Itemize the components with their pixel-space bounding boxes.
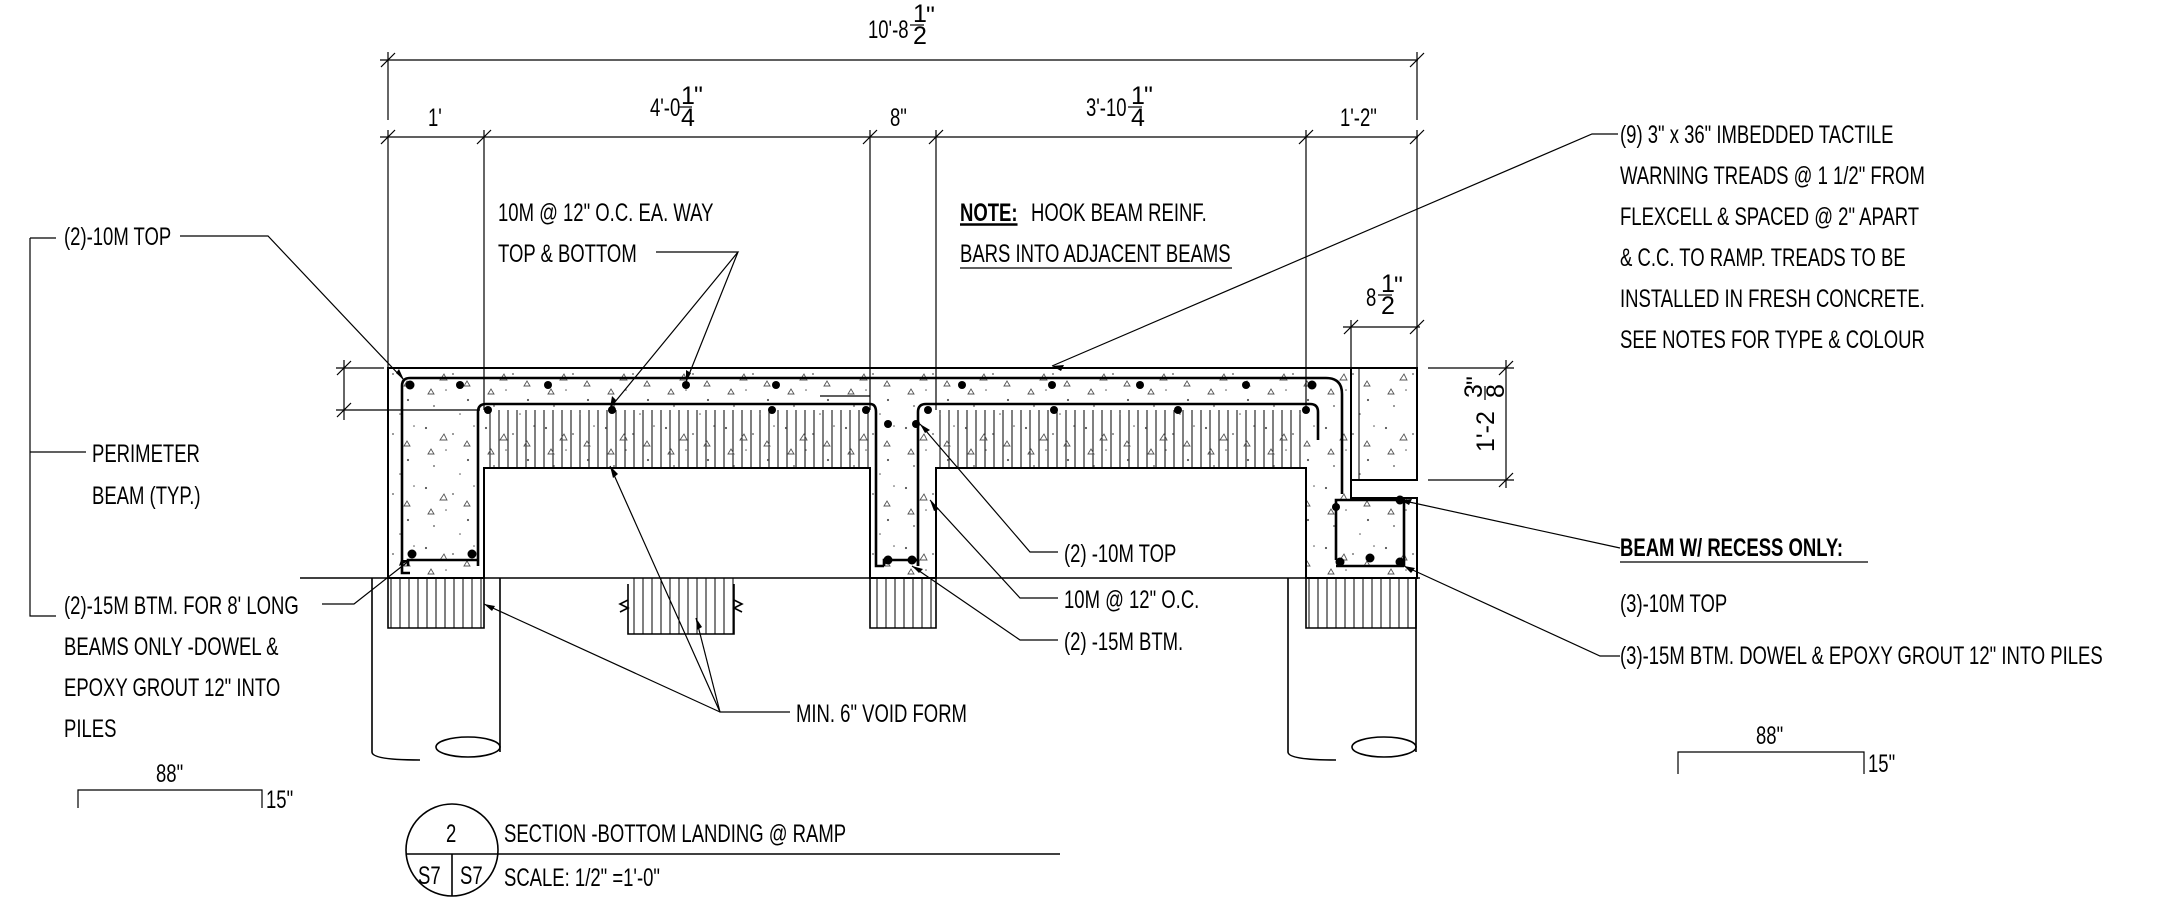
dimension-recess-width: 8 1 2 " — [1366, 270, 1403, 320]
note-hook-beam: NOTE: HOOK BEAM REINF. BARS INTO ADJACEN… — [960, 198, 1232, 269]
note-tactile-5: INSTALLED IN FRESH CONCRETE. — [1620, 284, 1925, 312]
dimension-overall: 10'-8 1 2 " — [868, 0, 935, 50]
note-tactile: (9) 3" x 36" IMBEDDED TACTILE WARNING TR… — [1620, 120, 1925, 353]
note-perimeter-1: PERIMETER — [92, 439, 200, 467]
leader-lines — [29, 133, 1621, 713]
pile-left — [371, 578, 501, 761]
dimension-lines — [336, 52, 1514, 488]
hook-left-length: 88" — [156, 759, 183, 787]
detail-number: 2 — [446, 819, 456, 847]
note-recess: BEAM W/ RECESS ONLY: (3)-10M TOP (3)-15M… — [1620, 533, 2103, 670]
dim-seg2-den: 4 — [681, 104, 695, 132]
hook-left-hook: 15" — [266, 785, 293, 813]
section-title-block: 2 S7 S7 SECTION -BOTTOM LANDING @ RAMP S… — [405, 803, 1060, 897]
section-title: SECTION -BOTTOM LANDING @ RAMP — [504, 819, 846, 847]
rebar-bars — [405, 380, 1405, 567]
note-label: NOTE: — [960, 198, 1018, 226]
dim-recess-num: 1 — [1381, 270, 1395, 298]
section-scale: SCALE: 1/2" =1'-0" — [504, 863, 660, 891]
dim-overall-den: 2 — [913, 22, 927, 50]
dim-recess-den: 2 — [1381, 292, 1395, 320]
dim-recess-inch: " — [1394, 272, 1403, 300]
dimension-seg2: 4'-0 1 4 " — [650, 82, 703, 132]
dim-slab-thickness: 6" — [0, 0, 17, 6]
note-recess-top: (3)-10M TOP — [1620, 589, 1727, 617]
dim-seg2-feet: 4'-0 — [650, 93, 680, 121]
dim-beam-depth-inch: " — [1462, 376, 1490, 385]
hook-bar-left: 88" 15" — [77, 759, 293, 814]
note-recess-title: BEAM W/ RECESS ONLY: — [1620, 533, 1843, 561]
dim-overall-num: 1 — [913, 0, 927, 28]
dim-seg4-feet: 3'-10 — [1086, 93, 1127, 121]
note-text-2: BARS INTO ADJACENT BEAMS — [960, 239, 1231, 267]
note-left-top: (2)-10M TOP — [64, 222, 171, 250]
note-left-bottom-2: BEAMS ONLY -DOWEL & — [64, 632, 279, 660]
note-left-bottom-1: (2)-15M BTM. FOR 8' LONG — [64, 591, 299, 619]
dim-beam-depth-den: 8 — [1482, 384, 1510, 398]
note-tactile-3: FLEXCELL & SPACED @ 2" APART — [1620, 202, 1919, 230]
note-tactile-4: & C.C. TO RAMP. TREADS TO BE — [1620, 243, 1906, 271]
dim-seg4-den: 4 — [1131, 104, 1145, 132]
hook-right-hook: 15" — [1868, 749, 1895, 777]
note-slab-reinf-1: 10M @ 12" O.C. EA. WAY — [498, 198, 714, 226]
dim-seg2-inch: " — [694, 82, 703, 110]
hook-bar-right: 88" 15" — [1677, 721, 1895, 778]
note-tactile-2: WARNING TREADS @ 1 1/2" FROM — [1620, 161, 1925, 189]
dim-overall-feet: 10'-8 — [868, 15, 909, 43]
dim-seg3: 8" — [890, 103, 907, 131]
dim-seg5: 1'-2" — [1340, 103, 1377, 131]
hook-right-length: 88" — [1756, 721, 1783, 749]
dim-recess-whole: 8 — [1366, 283, 1376, 311]
note-recess-btm: (3)-15M BTM. DOWEL & EPOXY GROUT 12" INT… — [1620, 641, 2103, 669]
note-text-1: HOOK BEAM REINF. — [1031, 198, 1207, 226]
dim-seg4-inch: " — [1144, 82, 1153, 110]
note-mid-btm: (2) -15M BTM. — [1064, 627, 1183, 655]
dim-beam-depth-num: 3 — [1460, 384, 1488, 398]
concrete-section — [300, 367, 1420, 579]
leader-arrowheads — [396, 365, 1415, 630]
dim-seg2-num: 1 — [681, 82, 695, 110]
note-void-form: MIN. 6" VOID FORM — [796, 699, 967, 727]
note-left-bottom-3: EPOXY GROUT 12" INTO — [64, 673, 280, 701]
dim-beam-depth-feet: 1'-2 — [1472, 411, 1500, 452]
sheet-ref-a: S7 — [418, 861, 441, 889]
dimension-beam-depth: 1'-2 3 8 " — [1460, 376, 1510, 452]
dim-seg1: 1' — [428, 103, 442, 131]
note-mid-stirrup: 10M @ 12" O.C. — [1064, 585, 1199, 613]
note-tactile-6: SEE NOTES FOR TYPE & COLOUR — [1620, 325, 1925, 353]
note-tactile-1: (9) 3" x 36" IMBEDDED TACTILE — [1620, 120, 1893, 148]
dim-seg4-num: 1 — [1131, 82, 1145, 110]
sheet-ref-b: S7 — [460, 861, 483, 889]
dimension-seg4: 3'-10 1 4 " — [1086, 82, 1153, 132]
note-left-bottom-4: PILES — [64, 714, 116, 742]
dim-overall-inch: " — [926, 2, 935, 30]
note-mid-top: (2) -10M TOP — [1064, 539, 1176, 567]
note-perimeter-2: BEAM (TYP.) — [92, 481, 201, 509]
note-slab-reinf-2: TOP & BOTTOM — [498, 239, 637, 267]
